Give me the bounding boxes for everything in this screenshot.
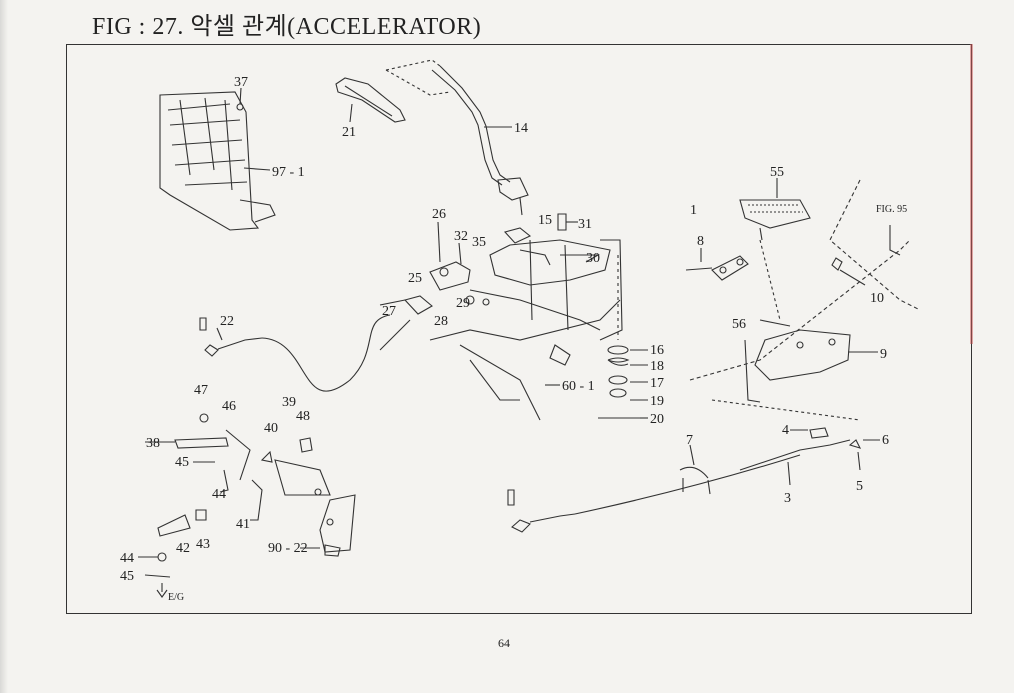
throttle-cable-upper [204,314,391,392]
part-label-90-22: 90 - 22 [268,541,308,556]
part-label-27: 27 [382,304,396,319]
part-label-18: 18 [650,359,664,374]
part-label-3: 3 [784,491,791,506]
part-label-16: 16 [650,343,664,358]
spring-washer-stack [598,255,640,419]
part-label-5: 5 [856,479,863,494]
throttle-cable-lower [511,427,862,533]
pedal-bracket-plate [159,91,276,231]
part-label-43: 43 [196,537,210,552]
part-label-9: 9 [880,347,887,362]
part-label-6: 6 [882,433,889,448]
part-label-56: 56 [732,317,746,332]
engine-direction-label: E/G [168,592,184,603]
pedal-link-plate [685,255,749,281]
part-label-55: 55 [770,165,784,180]
part-label-37: 37 [234,75,248,90]
throttle-link-arm [379,261,490,351]
part-label-15: 15 [538,213,552,228]
part-label-48: 48 [296,409,310,424]
page-number: 64 [498,636,510,650]
part-label-19: 19 [650,394,664,409]
part-label-17: 17 [650,376,664,391]
part-label-26: 26 [432,207,446,222]
pedal-frame-body [429,239,623,421]
part-label-8: 8 [697,234,704,249]
page-edge-mark [970,44,973,344]
part-label-44-upper: 44 [212,487,226,502]
part-label-31: 31 [578,217,592,232]
part-label-7: 7 [686,433,693,448]
part-label-60-1: 60 - 1 [562,379,595,394]
floor-pedal [739,199,811,241]
part-label-20: 20 [650,412,664,427]
part-label-46: 46 [222,399,236,414]
part-label-25: 25 [408,271,422,286]
part-label-22: 22 [220,314,234,329]
part-label-45-lower: 45 [120,569,134,584]
page-title: FIG : 27. 악셀 관계(ACCELERATOR) [92,14,482,40]
part-label-41: 41 [236,517,250,532]
pedal-bracket-right [744,329,851,403]
part-label-39: 39 [282,395,296,410]
page-edge-shadow [0,0,8,693]
part-label-35: 35 [472,235,486,250]
part-label-4: 4 [782,423,789,438]
part-label-21: 21 [342,125,356,140]
part-label-45-upper: 45 [175,455,189,470]
part-label-32: 32 [454,229,468,244]
part-label-40: 40 [264,421,278,436]
part-label-47: 47 [194,383,208,398]
pedal-rod [431,65,529,216]
part-labels: 37 97 - 1 21 14 26 15 31 32 35 30 25 27 … [120,75,889,584]
part-label-14: 14 [514,121,528,136]
part-label-29: 29 [456,296,470,311]
shaft-assembly [469,213,611,331]
part-label-1: 1 [690,203,697,218]
part-label-44-lower: 44 [120,551,134,566]
part-label-97-1: 97 - 1 [272,165,305,180]
part-label-38: 38 [146,436,160,451]
part-label-30: 30 [586,251,600,266]
fig-reference: FIG. 95 [876,204,907,215]
part-label-10: 10 [870,291,884,306]
part-label-28: 28 [434,314,448,329]
accelerator-pedal [335,77,406,123]
part-label-42: 42 [176,541,190,556]
